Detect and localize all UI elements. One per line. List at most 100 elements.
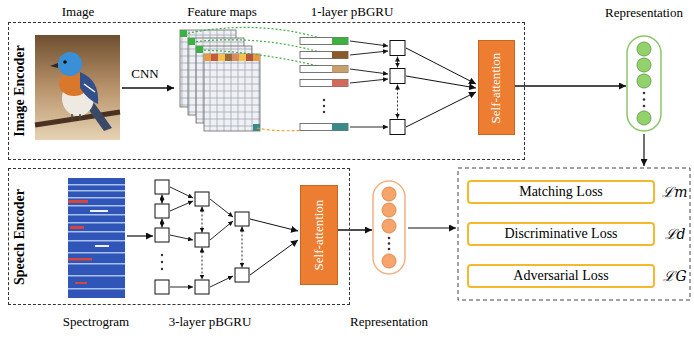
- illustration-circle: [323, 111, 325, 113]
- illustration-rect: [68, 222, 125, 224]
- illustration-circle: [58, 52, 82, 76]
- vector-pill: [627, 36, 661, 131]
- illustration-rect: [332, 124, 348, 131]
- illustration-circle: [63, 60, 67, 64]
- illustration-rect: [253, 124, 260, 131]
- flow-arrow: [515, 85, 626, 86]
- illustration-path: [350, 127, 388, 128]
- gru-cells-1layer: [350, 41, 476, 135]
- illustration-rect: [218, 54, 225, 61]
- illustration-rect: [68, 240, 125, 242]
- ellipsis-dot: [643, 92, 646, 95]
- illustration-path: [250, 240, 298, 275]
- illustration-rect: [232, 54, 239, 61]
- illustration-rect: [155, 228, 169, 242]
- illustration-rect: [68, 231, 125, 233]
- speech-to-loss-arrow: [408, 227, 456, 228]
- vector-element: [382, 203, 396, 217]
- illustration-rect: [68, 197, 125, 199]
- illustration-path: [210, 276, 233, 287]
- illustration-rect: [195, 233, 209, 247]
- illustration-rect: [390, 41, 405, 56]
- loss-symbol: ℒG: [663, 268, 686, 284]
- illustration-path: [170, 187, 193, 198]
- vector-element: [637, 58, 651, 72]
- vector-heading: Representation: [350, 314, 428, 330]
- attention-box: Self-attention: [478, 40, 515, 135]
- illustration-rect: [70, 226, 84, 229]
- vector-element: [382, 254, 396, 268]
- illustration-path: [406, 76, 476, 88]
- illustration-path: [242, 227, 243, 268]
- loss-region: [458, 168, 690, 300]
- vector-element: [382, 187, 396, 201]
- illustration-circle: [323, 99, 325, 101]
- illustration-path: [350, 79, 388, 83]
- illustration-rect: [239, 54, 246, 61]
- attention-box: Self-attention: [300, 185, 338, 285]
- illustration-path: [202, 248, 203, 280]
- illustration-rect: [155, 180, 169, 194]
- part-label: CNN: [131, 66, 158, 82]
- gru-cells-3layer: [155, 180, 298, 294]
- illustration-path: [162, 219, 163, 228]
- vector-element: [637, 74, 651, 88]
- ellipsis-dot: [388, 242, 391, 245]
- illustration-rect: [300, 66, 348, 73]
- loss-box: Matching Loss: [467, 180, 655, 204]
- illustration-path: [170, 287, 193, 288]
- illustration-rect: [225, 54, 232, 61]
- illustration-path: [350, 69, 388, 74]
- cnn-arrow: [122, 87, 174, 88]
- illustration-circle: [323, 105, 325, 107]
- illustration-rect: [68, 275, 125, 277]
- illustration-circle: [161, 261, 163, 263]
- illustration-path: [397, 85, 398, 119]
- illustration-rect: [68, 200, 88, 203]
- illustration-rect: [390, 120, 405, 135]
- illustration-rect: [35, 35, 120, 140]
- illustration-rect: [235, 268, 249, 282]
- node-text: Image Encoder: [12, 45, 28, 136]
- illustration-path: [350, 51, 388, 55]
- ellipsis-dot: [388, 237, 391, 240]
- part-label: 1-layer pBGRU: [311, 4, 394, 20]
- illustration-path: [406, 92, 476, 127]
- illustration-rect: [90, 210, 108, 212]
- representation-vector: Representation: [626, 35, 662, 132]
- illustration-rect: [246, 54, 253, 61]
- illustration-rect: [195, 280, 209, 294]
- spectrogram-arrow: [127, 235, 153, 236]
- illustration-rect: [195, 192, 209, 206]
- illustration-g: [35, 27, 690, 300]
- vector-element: [637, 111, 651, 125]
- illustration-rect: [204, 54, 211, 61]
- illustration-path: [350, 41, 388, 46]
- representation-vector: Representation: [372, 180, 406, 275]
- illustration-circle: [161, 268, 163, 270]
- illustration-rect: [235, 212, 249, 226]
- node-text: Speech Encoder: [12, 188, 28, 284]
- illustration-rect: [68, 184, 125, 186]
- spectrogram-image: [68, 178, 125, 298]
- illustration-path: [80, 72, 98, 104]
- illustration-path: [50, 63, 58, 68]
- illustration-path: [170, 235, 193, 240]
- illustration-rect: [68, 252, 125, 254]
- node-text: Adversarial Loss: [513, 268, 608, 284]
- illustration-rect: [68, 190, 125, 192]
- illustration-rect: [68, 258, 92, 261]
- illustration-rect: [95, 245, 109, 247]
- illustration-rect: [300, 124, 348, 131]
- node-text: Self-attention: [489, 52, 505, 123]
- illustration-rect: [68, 263, 125, 265]
- illustration-rect: [300, 52, 348, 59]
- loss-symbol: ℒm: [662, 184, 687, 200]
- ellipsis-dot: [388, 248, 391, 251]
- illustration-path: [170, 201, 193, 211]
- encoder-region: Self-attention Image Encoder: [8, 22, 525, 160]
- illustration-rect: [68, 205, 125, 207]
